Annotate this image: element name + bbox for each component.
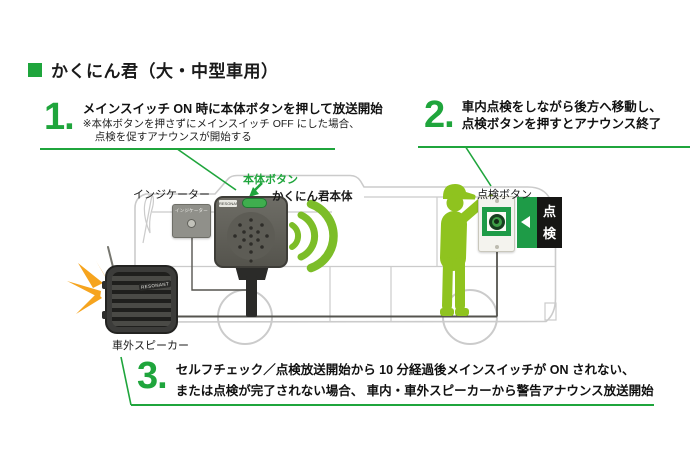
- step-3-text-block: セルフチェック／点検放送開始から 10 分経過後メインスイッチが ON されない…: [176, 358, 654, 402]
- speaker-antenna: [107, 246, 114, 268]
- screw-top: [494, 199, 499, 203]
- step-2-text-block: 車内点検をしながら後方へ移動し、 点検ボタンを押すとアナウンス終了: [462, 97, 662, 133]
- step-3: 3. セルフチェック／点検放送開始から 10 分経過後メインスイッチが ON さ…: [137, 355, 654, 402]
- indicator-device: インジケーター: [172, 204, 211, 238]
- inspection-button-label: 点検ボタン: [477, 189, 532, 201]
- arrow-shaft: [253, 182, 263, 192]
- sound-waves-icon: [289, 199, 338, 273]
- step-1-connector-line: [177, 148, 237, 191]
- worker-arm: [454, 198, 486, 227]
- step-1-note-line-2: 点検を促すアナウンスが開始する: [94, 131, 252, 143]
- inspection-button-mid: [491, 216, 502, 227]
- green-square-icon: [28, 62, 42, 77]
- step-3-underline: [131, 404, 654, 406]
- step-2-line-1: 車内点検をしながら後方へ移動し、: [461, 100, 662, 114]
- step-3-line-2: または点検が完了されない場合、 車内・車外スピーカーから警告アナウンス放送開始: [175, 384, 654, 398]
- main-unit-label: かくにん君本体: [272, 191, 353, 203]
- step-3-number: 3.: [137, 355, 168, 397]
- sign-char-1: 点: [542, 204, 556, 220]
- step-1-main-text: メインスイッチ ON 時に本体ボタンを押して放送開始: [82, 102, 383, 116]
- speaker-mount-tab-bottom: [102, 311, 107, 319]
- page-title-row: かくにん君（大・中型車用）: [28, 57, 279, 82]
- windshield-line: [142, 194, 153, 244]
- indicator-device-text: インジケーター: [175, 208, 208, 213]
- step-1: 1. メインスイッチ ON 時に本体ボタンを押して放送開始 ※本体ボタンを押さず…: [44, 96, 383, 144]
- main-unit-cord: [246, 276, 257, 317]
- step-1-underline: [40, 148, 335, 150]
- step-1-text-block: メインスイッチ ON 時に本体ボタンを押して放送開始 ※本体ボタンを押さずにメイ…: [83, 99, 383, 144]
- left-triangle-icon: [521, 216, 530, 228]
- main-button-label: 本体ボタン: [243, 174, 298, 186]
- indicator-wire: [191, 238, 246, 291]
- sign-char-2: 検: [542, 225, 556, 241]
- inspection-button-ring: [488, 213, 505, 230]
- step-2-number: 2.: [424, 94, 455, 136]
- step-2: 2. 車内点検をしながら後方へ移動し、 点検ボタンを押すとアナウンス終了: [424, 94, 662, 136]
- bus-body-outline: [134, 174, 557, 323]
- speaker-mount-tab-top: [102, 281, 107, 289]
- step-2-line-2: 点検ボタンを押すとアナウンス終了: [461, 117, 662, 131]
- worker-head: [446, 194, 464, 212]
- page-title: かくにん君（大・中型車用）: [51, 62, 279, 81]
- inspection-button-core: [494, 219, 499, 224]
- step-2-underline: [418, 146, 690, 148]
- wiring: [172, 238, 498, 318]
- inspection-sign-panel: 点 検: [537, 197, 562, 248]
- inspection-button-frame: [482, 207, 511, 236]
- rear-step: [544, 302, 557, 321]
- main-unit-grille: [227, 212, 275, 263]
- step-2-connector-line: [465, 147, 492, 187]
- worker-torso: [440, 211, 467, 271]
- down-left-arrow-icon: [249, 182, 263, 197]
- external-speaker-label: 車外スピーカー: [112, 340, 189, 352]
- main-unit-device: RESONANT: [214, 196, 288, 268]
- inspection-button-device: [478, 196, 515, 252]
- bus-mirror-icon: [143, 194, 154, 234]
- aux-hole: [249, 259, 253, 263]
- step-1-number: 1.: [44, 96, 75, 138]
- worker-foot-right: [455, 308, 469, 316]
- inspection-sign-strip: [517, 197, 537, 248]
- grille-holes: [233, 218, 269, 254]
- arrow-head: [249, 187, 259, 197]
- step-1-note-line-1: ※本体ボタンを押さずにメインスイッチ OFF にした場合、: [82, 118, 360, 130]
- indicator-led: [187, 219, 196, 228]
- step-3-line-1: セルフチェック／点検放送開始から 10 分経過後メインスイッチが ON されない…: [175, 363, 635, 377]
- worker-foot-left: [440, 308, 454, 316]
- screw-bottom: [494, 245, 499, 249]
- annotation-lines: [120, 147, 492, 406]
- step-3-connector-line: [120, 356, 132, 406]
- worker-leg-left: [442, 257, 453, 311]
- main-unit-button: [242, 198, 267, 208]
- indicator-label: インジケーター: [133, 189, 210, 201]
- inspection-button-plate: [487, 212, 506, 231]
- external-speaker-device: RESONANT: [102, 265, 178, 334]
- main-unit-brand-label: RESONANT: [219, 200, 237, 207]
